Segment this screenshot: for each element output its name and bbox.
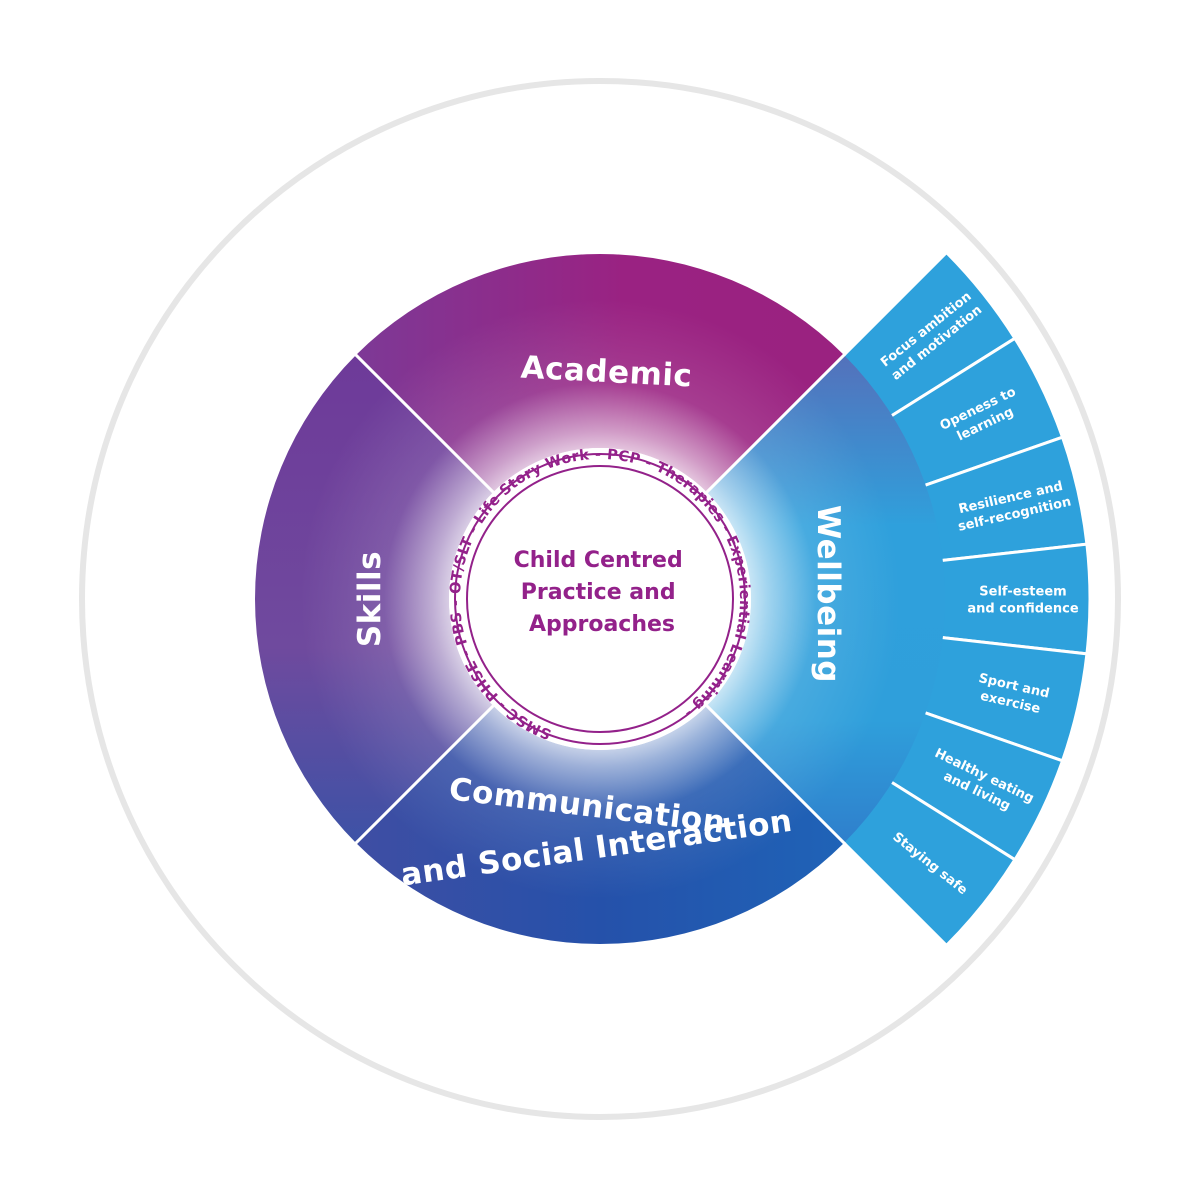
wellbeing-label: Wellbeing (810, 505, 846, 683)
wellbeing-subsegment-label-line: Self-esteem (979, 585, 1066, 600)
outer-ring (79, 78, 1121, 1120)
skills-label: Skills (352, 551, 388, 647)
divider-line (353, 352, 495, 494)
center-ring-inner (466, 465, 734, 733)
segment-dividers (353, 352, 847, 846)
divider-line (705, 704, 847, 846)
wellbeing-subsegment-label: Self-esteem and confidence (967, 585, 1078, 617)
academic-label: Academic (520, 350, 693, 395)
center-title: Child Centred Practice and Approaches (514, 548, 691, 637)
divider-line (353, 704, 495, 846)
center-title-line-2: Practice and (521, 580, 676, 605)
center-ring-outer (454, 453, 746, 745)
divider-line (705, 352, 847, 494)
center-title-line-1: Child Centred (514, 548, 683, 573)
center-title-line-3: Approaches (529, 612, 675, 637)
center-circle (449, 448, 751, 750)
wellbeing-subsegment-label-line: and confidence (967, 602, 1078, 617)
